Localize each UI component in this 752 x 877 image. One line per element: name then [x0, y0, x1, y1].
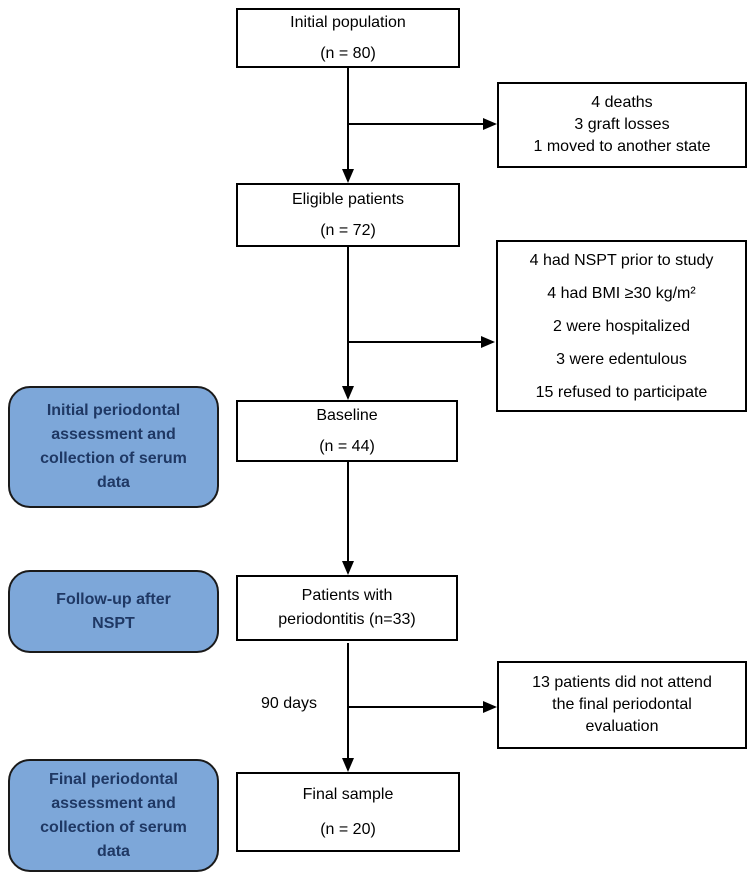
box-initial-population-count: (n = 80)	[320, 44, 376, 62]
exclusion-item: 4 had BMI ≥30 kg/m²	[547, 284, 696, 302]
exclusion-item: evaluation	[585, 718, 659, 735]
exclusion-item: 4 had NSPT prior to study	[529, 251, 714, 269]
box-baseline-title: Baseline	[316, 406, 378, 424]
box-final-sample-count: (n = 20)	[320, 820, 376, 838]
box-baseline-count: (n = 44)	[319, 437, 375, 455]
exclusion-item: 2 were hospitalized	[553, 317, 690, 335]
box-patients-periodontitis-line1: Patients with	[301, 587, 393, 604]
stage-label-initial-assessment: Initial periodontal assessment and colle…	[8, 386, 219, 508]
exclusion-item: 15 refused to participate	[535, 383, 708, 401]
box-patients-periodontitis-line2: periodontitis (n=33)	[278, 611, 416, 628]
stage-label-line: data	[97, 842, 130, 860]
exclusion-box-after-eligible: 4 had NSPT prior to study 4 had BMI ≥30 …	[496, 240, 747, 412]
stage-label-line: assessment and	[51, 426, 176, 443]
stage-label-line: collection of serum	[40, 818, 187, 836]
box-initial-population: Initial population (n = 80)	[236, 8, 460, 68]
stage-label-final-assessment: Final periodontal assessment and collect…	[8, 759, 219, 872]
exclusion-box-after-periodontitis: 13 patients did not attend the final per…	[497, 661, 747, 749]
box-patients-periodontitis: Patients with periodontitis (n=33)	[236, 575, 458, 641]
box-final-sample: Final sample (n = 20)	[236, 772, 460, 852]
exclusion-item: 1 moved to another state	[533, 138, 711, 155]
box-baseline: Baseline (n = 44)	[236, 400, 458, 462]
box-eligible-patients-count: (n = 72)	[320, 221, 376, 239]
exclusion-item: the final periodontal	[552, 696, 692, 713]
exclusion-box-after-initial: 4 deaths 3 graft losses 1 moved to anoth…	[497, 82, 747, 168]
stage-label-followup-nspt: Follow-up after NSPT	[8, 570, 219, 653]
stage-label-line: Initial periodontal	[46, 402, 181, 419]
box-final-sample-title: Final sample	[302, 785, 394, 803]
box-initial-population-title: Initial population	[290, 13, 406, 31]
box-eligible-patients-title: Eligible patients	[291, 190, 405, 208]
exclusion-item: 4 deaths	[591, 94, 653, 111]
stage-label-line: data	[97, 474, 130, 491]
stage-label-line: assessment and	[51, 794, 176, 812]
exclusion-item: 3 graft losses	[574, 116, 670, 133]
stage-label-line: Final periodontal	[49, 770, 178, 788]
stage-label-line: NSPT	[92, 614, 135, 632]
exclusion-item: 3 were edentulous	[556, 350, 687, 368]
exclusion-item: 13 patients did not attend	[532, 674, 712, 691]
timeline-label: 90 days	[260, 695, 318, 712]
stage-label-line: collection of serum	[40, 450, 187, 467]
stage-label-line: Follow-up after	[56, 590, 171, 608]
box-eligible-patients: Eligible patients (n = 72)	[236, 183, 460, 247]
